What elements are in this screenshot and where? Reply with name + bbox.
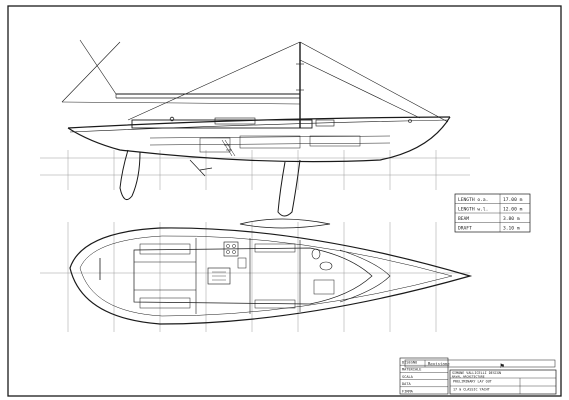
specs-table: LENGTH o.a. 17.00 m LENGTH w.l. 12.00 m …	[454, 193, 531, 233]
spec-value-beam: 3.80 m	[503, 216, 520, 222]
studio-line-2: NAVAL ARCHITECTURE	[452, 375, 485, 379]
project-line-1: PRELIMINARY LAY OUT	[453, 380, 492, 384]
spec-value-draft: 3.10 m	[503, 226, 520, 232]
hull-profile	[67, 116, 451, 217]
keel-bulb-section	[239, 218, 331, 229]
title-block-symbol: ⚑	[500, 362, 504, 370]
note-line-4: DATA	[402, 382, 411, 386]
note-line-2: MATERIALE	[402, 368, 421, 372]
spec-label-lwl: LENGTH w.l.	[458, 207, 488, 213]
note-line-5: FIRMA	[402, 389, 414, 393]
notes-block-main: DISEGNO MATERIALE SCALA DATA FIRMA	[399, 357, 449, 395]
reference-lines	[40, 157, 470, 274]
station-lines	[67, 150, 437, 332]
title-block: ⚑ SIMONE VALLICELLI DESIGN NAVAL ARCHITE…	[449, 362, 557, 395]
note-line-3: SCALA	[402, 375, 414, 379]
revision-label: Revisione	[428, 362, 450, 367]
spec-value-loa: 17.00 m	[503, 197, 523, 203]
spec-label-beam: BEAM	[458, 216, 469, 222]
spec-value-lwl: 12.00 m	[503, 207, 523, 213]
project-line-2: 17 m CLASSIC YACHT	[453, 388, 490, 392]
revision-strip: Revisione	[404, 359, 556, 368]
spec-label-loa: LENGTH o.a.	[458, 197, 488, 203]
sail-plan	[61, 39, 449, 128]
deck-plan	[69, 227, 473, 325]
studio-line-1: SIMONE VALLICELLI DESIGN	[452, 371, 501, 375]
note-line-1: DISEGNO	[402, 361, 417, 365]
spec-label-draft: DRAFT	[458, 226, 472, 232]
notes-block-frame	[399, 357, 449, 395]
drawing-border	[7, 5, 562, 397]
